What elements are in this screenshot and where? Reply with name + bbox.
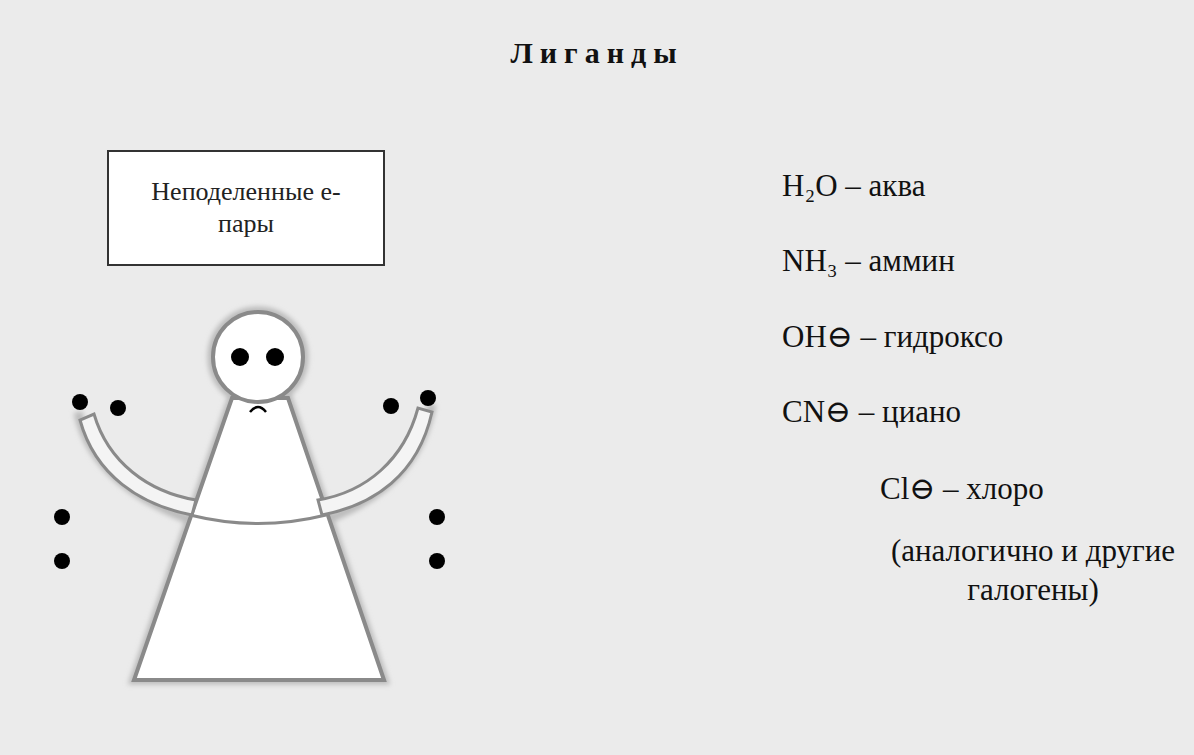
figure-body	[134, 398, 384, 680]
frown-mouth	[250, 407, 266, 412]
arm-band	[190, 515, 326, 524]
ligand-label: CN⊖ – циано	[782, 393, 961, 430]
ligand-label: NH₃ – аммин	[782, 243, 955, 279]
ligand-label: Cl⊖ – хлоро	[880, 470, 1044, 507]
right-arm	[318, 408, 432, 515]
note-text-wrap: Неподеленные е-пары	[127, 176, 365, 241]
left-arm	[80, 414, 196, 515]
note-box: Неподеленные е-пары	[107, 150, 385, 266]
diagram-title: Лиганды	[510, 36, 683, 70]
ligand-label: (аналогично и другие галогены)	[878, 532, 1188, 610]
figure-head	[213, 312, 303, 402]
electron-dots	[54, 348, 445, 569]
note-text: Неподеленные е-пары	[127, 176, 365, 241]
ligand-label: H₂O – аква	[782, 168, 925, 204]
ligand-label: OH⊖ – гидроксо	[782, 318, 1003, 355]
figure-halo	[78, 311, 432, 680]
